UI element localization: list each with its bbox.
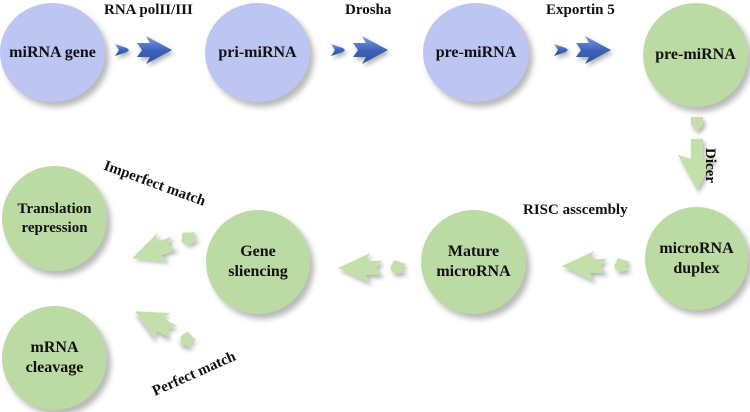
node-microrna-duplex-label: microRNA duplex — [659, 239, 734, 277]
arrow-pre-to-duplex — [678, 117, 716, 190]
arrow-mature-to-gene — [338, 253, 406, 283]
node-pre-mirna-1: pre-miRNA — [423, 3, 529, 102]
arrow-pre-to-pre — [554, 36, 611, 64]
node-microrna-duplex: microRNA duplex — [645, 207, 748, 310]
edge-label-drosha: Drosha — [345, 2, 392, 18]
edge-label-dicer: Dicer — [702, 148, 718, 183]
node-mature-microrna: Mature microRNA — [421, 210, 526, 314]
node-pri-mirna: pri-miRNA — [205, 3, 310, 102]
node-pre-mirna-2-label: pre-miRNA — [655, 46, 736, 63]
node-translation-repression: Translation repression — [2, 166, 107, 271]
edge-label-risc: RISC asscembly — [523, 202, 628, 218]
node-mature-microrna-label: Mature microRNA — [436, 243, 511, 280]
node-pre-mirna-2: pre-miRNA — [643, 3, 748, 107]
arrow-duplex-to-mature — [562, 251, 630, 281]
node-mirna-gene: miRNA gene — [0, 3, 105, 102]
edge-label-rna-pol: RNA polII/III — [104, 2, 193, 18]
node-mrna-cleavage: mRNA cleavage — [2, 306, 107, 410]
node-pre-mirna-1-label: pre-miRNA — [435, 43, 517, 61]
node-mrna-cleavage-label: mRNA cleavage — [25, 339, 84, 376]
node-pri-mirna-label: pri-miRNA — [218, 43, 297, 61]
node-gene-silencing-label: Gene sliencing — [228, 243, 288, 280]
arrow-gene-to-cleavage — [134, 311, 197, 348]
node-gene-silencing: Gene sliencing — [206, 210, 310, 314]
arrow-gene-to-pri — [115, 36, 172, 64]
arrow-pri-to-pre — [331, 36, 388, 64]
edge-label-exportin: Exportin 5 — [546, 2, 615, 18]
arrow-gene-to-translation — [132, 232, 198, 262]
node-mirna-gene-label: miRNA gene — [9, 43, 96, 61]
node-translation-repression-label: Translation repression — [17, 200, 92, 236]
